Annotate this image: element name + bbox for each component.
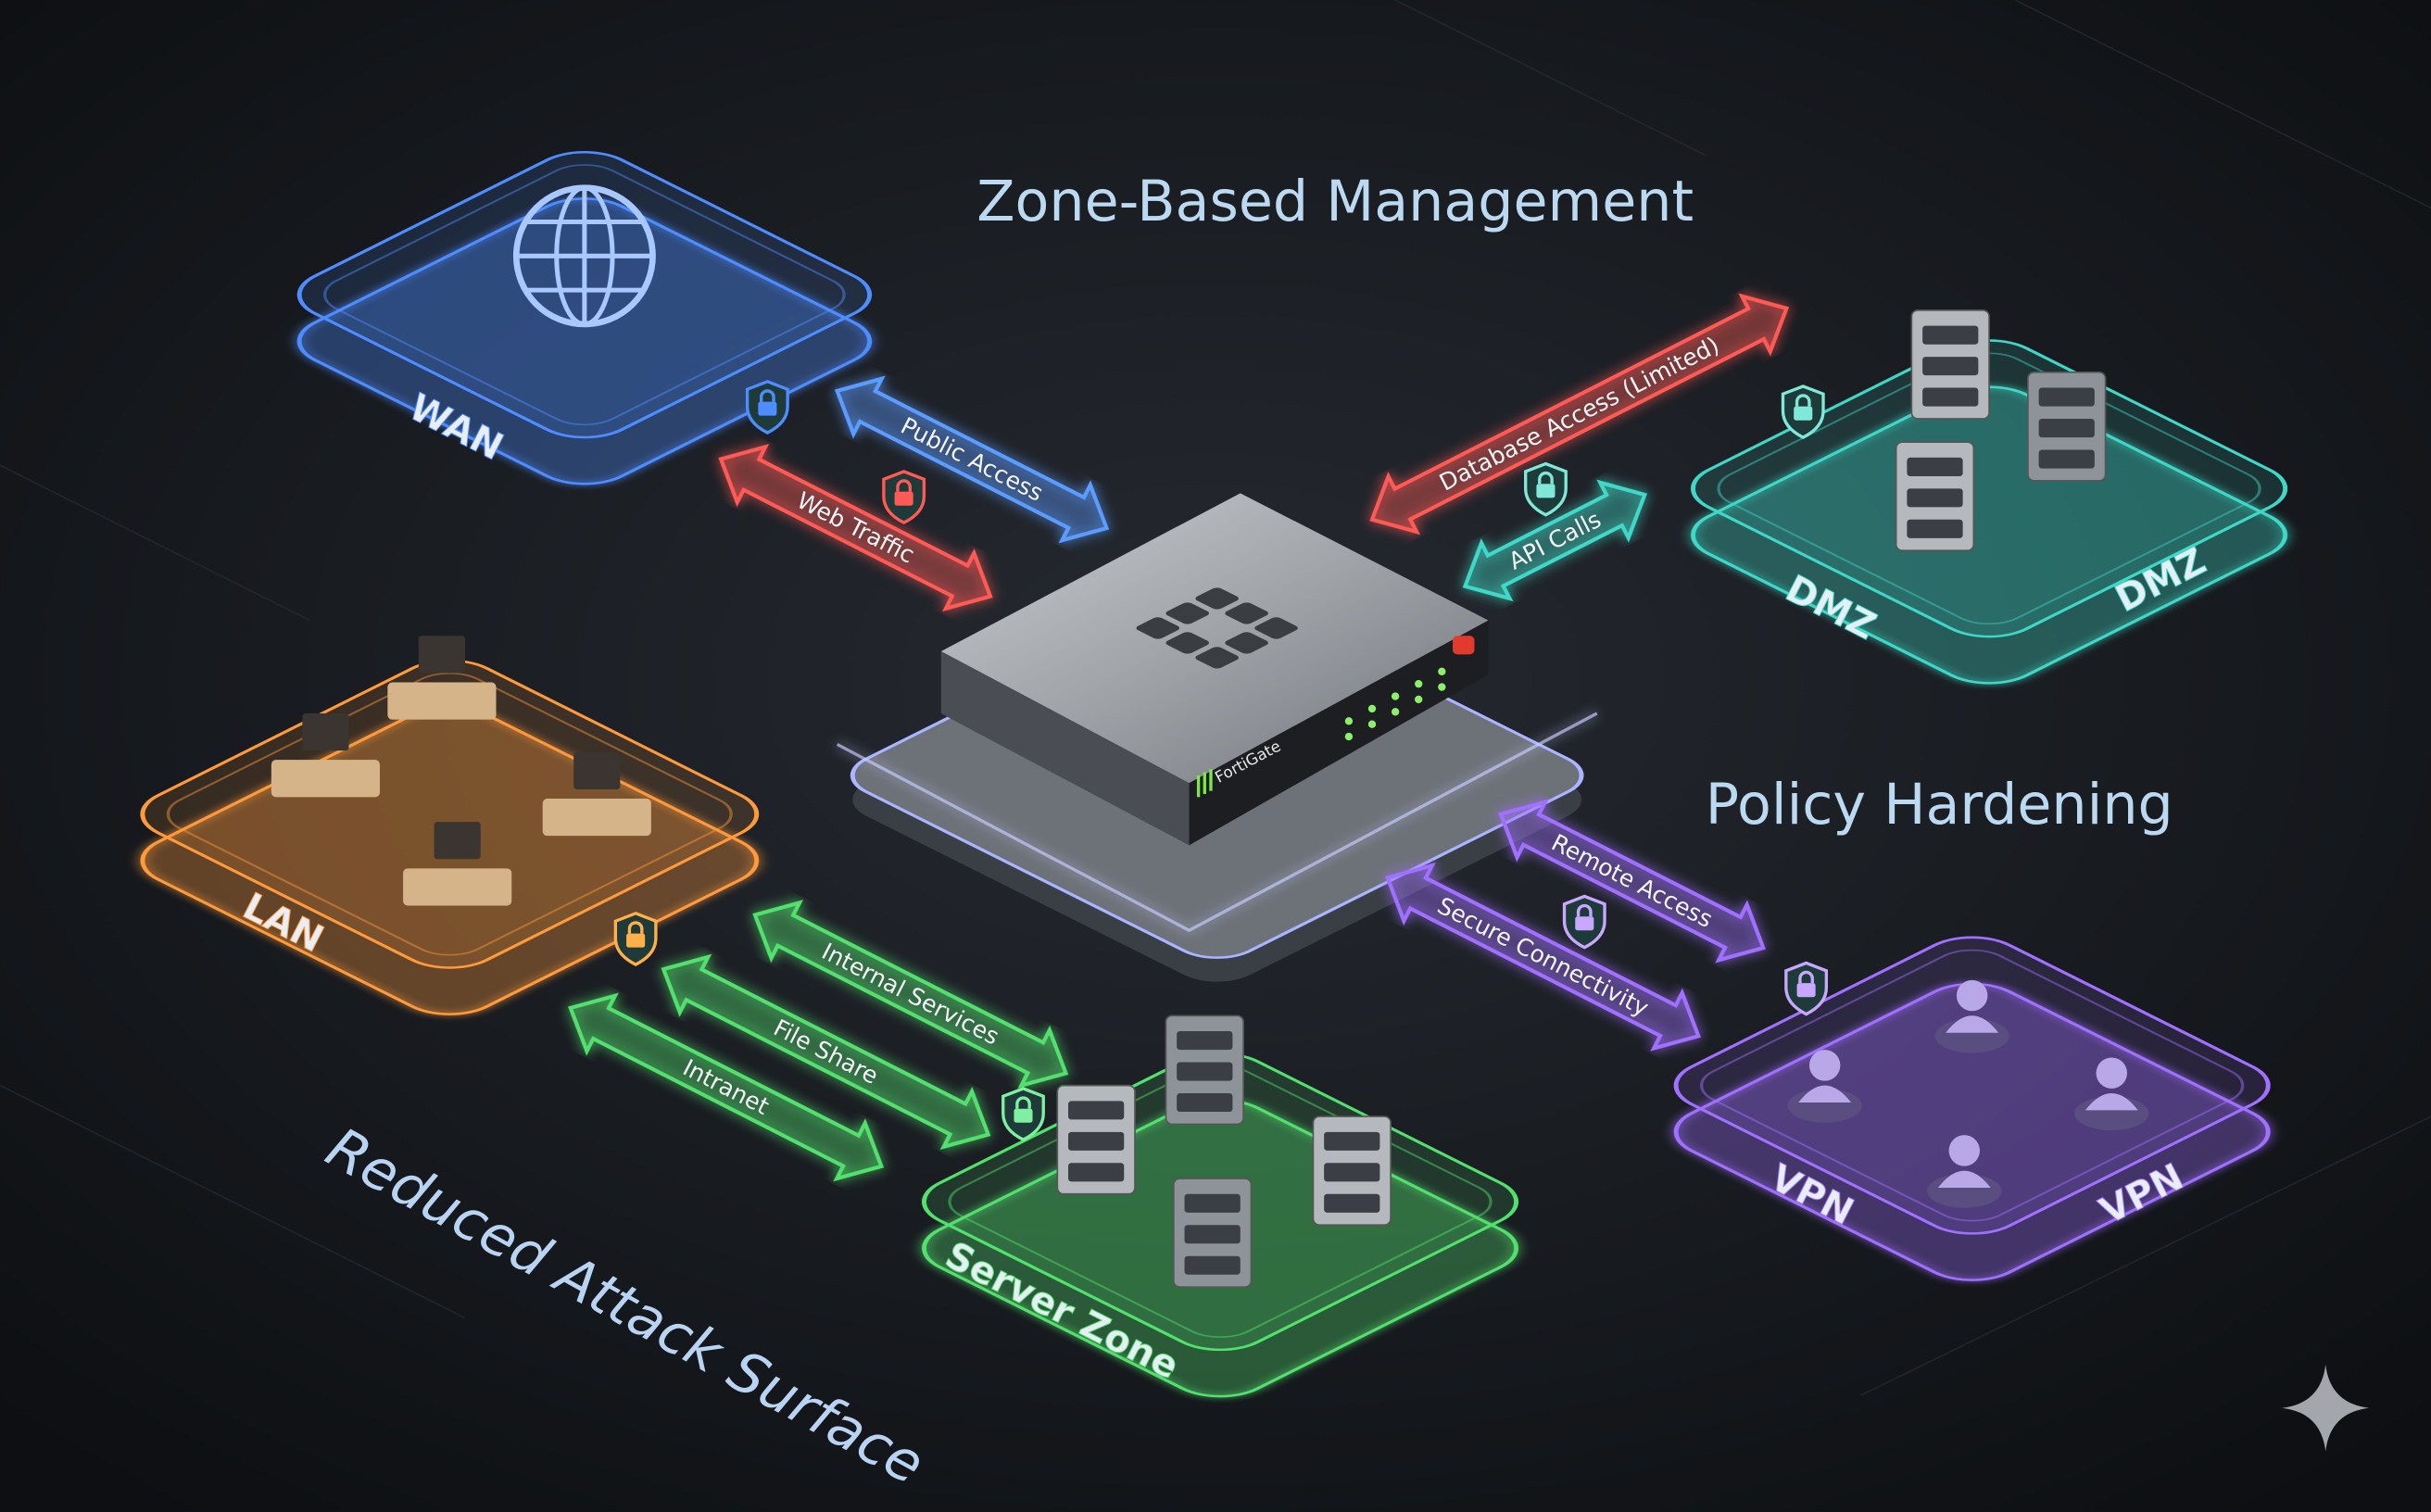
fortinet-red-logo-icon	[1453, 636, 1475, 655]
zone-lan[interactable]: LAN	[120, 636, 778, 1025]
remote-user-icon	[1787, 979, 2149, 1208]
database-server-icon	[1056, 1014, 1392, 1288]
heading-policy-hardening: Policy Hardening	[1706, 773, 2173, 838]
fortigate-device[interactable]: FortiGate	[809, 493, 1624, 991]
server-icon	[1895, 309, 2107, 552]
sparkle-watermark-icon	[2282, 1364, 2370, 1452]
workstation-icon	[271, 636, 651, 906]
status-leds-icon	[1344, 667, 1446, 741]
fortinet-logo-icon	[1136, 587, 1298, 669]
zone-wan[interactable]: WAN	[278, 141, 892, 495]
circuit-lines	[0, 0, 2431, 1397]
globe-icon	[512, 184, 656, 328]
heading-zone-based-management: Zone-Based Management	[976, 170, 1694, 234]
